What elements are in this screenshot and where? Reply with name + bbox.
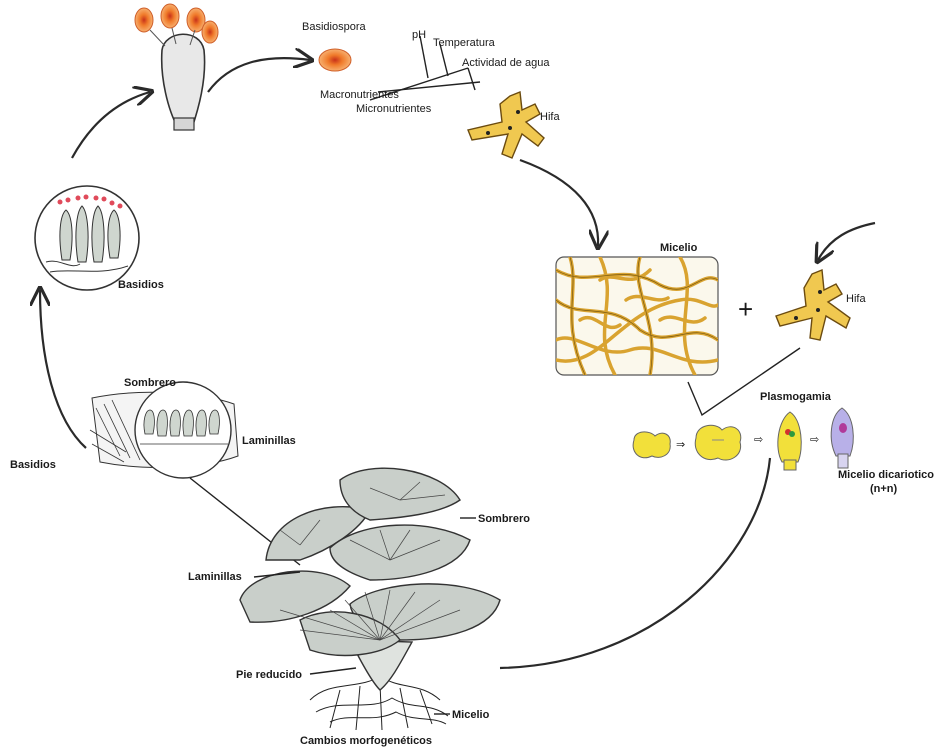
label-basidiospora: Basidiospora [302,21,366,33]
label-sombrero-small: Sombrero [124,377,176,389]
pointer-pie-reducido [310,668,356,674]
oyster-mushroom-cluster-image [240,468,500,730]
label-actividad-agua: Actividad de agua [462,57,550,69]
label-cambios-morfogeneticos: Cambios morfogenéticos [300,735,432,747]
arrow-glyph-2: ⇨ [810,434,819,446]
plasmogamy-cells: ⇒ [633,425,741,460]
label-sombrero-big: Sombrero [478,513,530,525]
dikaryotic-cell [831,408,853,468]
label-laminillas-big: Laminillas [188,571,242,583]
cycle-arrow-to-fruiting [500,458,770,668]
basidia-circle-image [35,186,139,290]
basidiospore-icon [319,49,351,71]
arrow-glyph-1: ⇨ [754,434,763,446]
cycle-arrow-to-hifa-right [818,223,875,260]
hypha-icon-right [776,270,850,340]
label-laminillas-small: Laminillas [242,435,296,447]
label-hifa-top: Hifa [540,111,560,123]
label-micronutrientes: Micronutrientes [356,103,432,115]
label-plasmogamia: Plasmogamia [760,391,832,403]
label-micelio-bottom: Micelio [452,709,490,721]
plasmogamy-cell-fused [778,412,801,470]
label-basidios-left: Basidios [10,459,56,471]
label-basidios-circle: Basidios [118,279,164,291]
label-n-n: (n+n) [870,483,898,495]
gill-section-image [90,382,238,478]
svg-text:⇒: ⇒ [676,439,685,451]
plus-sign: + [738,294,753,324]
hypha-icon-top [468,92,544,158]
label-ph: pH [412,29,426,41]
label-hifa-right: Hifa [846,293,866,305]
mycelium-network-image [556,257,718,375]
cycle-arrow-to-basidios [40,290,86,448]
label-temperatura: Temperatura [433,37,496,49]
cycle-arrow-to-basidium [72,92,150,158]
label-micelio-dicariotico: Micelio dicariotico [838,469,934,481]
cycle-arrow-to-micelio [520,160,598,246]
cycle-arrow-to-spore [208,58,310,92]
label-macronutrientes: Macronutrientes [320,89,399,101]
label-micelio-box: Micelio [660,242,698,254]
label-pie-reducido: Pie reducido [236,669,302,681]
basidium-icon [135,4,218,130]
